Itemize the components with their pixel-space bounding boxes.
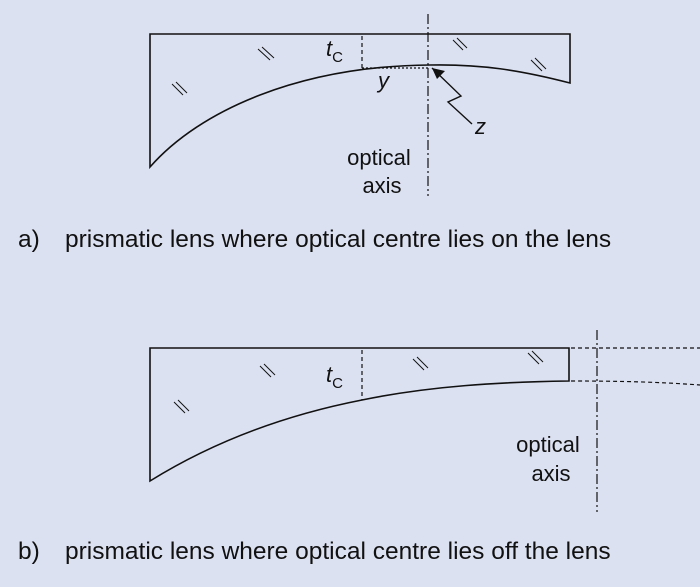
tc-label-a: tC xyxy=(326,36,343,66)
lens-a-outline xyxy=(149,33,571,170)
curve-extension-b xyxy=(570,380,700,386)
optical-axis-label-b: optical axis xyxy=(516,432,586,486)
z-label-a: z xyxy=(474,114,486,139)
caption-a-text: prismatic lens where optical centre lies… xyxy=(65,226,612,253)
diagram-a xyxy=(149,14,571,196)
caption-a-tag: a) xyxy=(18,226,40,253)
glass-hatch-b xyxy=(173,350,544,414)
glass-hatch-a xyxy=(171,37,547,96)
caption-b-tag: b) xyxy=(18,538,40,565)
optical-axis-label-a: optical axis xyxy=(347,145,417,198)
lens-b-outline xyxy=(149,347,570,483)
z-arrow-a xyxy=(431,67,473,125)
tc-label-b: tC xyxy=(326,362,343,392)
caption-b: b) prismatic lens where optical centre li… xyxy=(18,538,611,566)
caption-b-text: prismatic lens where optical centre lies… xyxy=(65,538,611,565)
diagram-b xyxy=(149,330,700,512)
y-label-a: y xyxy=(376,68,391,93)
caption-a: a) prismatic lens where optical centre li… xyxy=(18,226,611,254)
z-arrowhead-a xyxy=(432,68,445,79)
